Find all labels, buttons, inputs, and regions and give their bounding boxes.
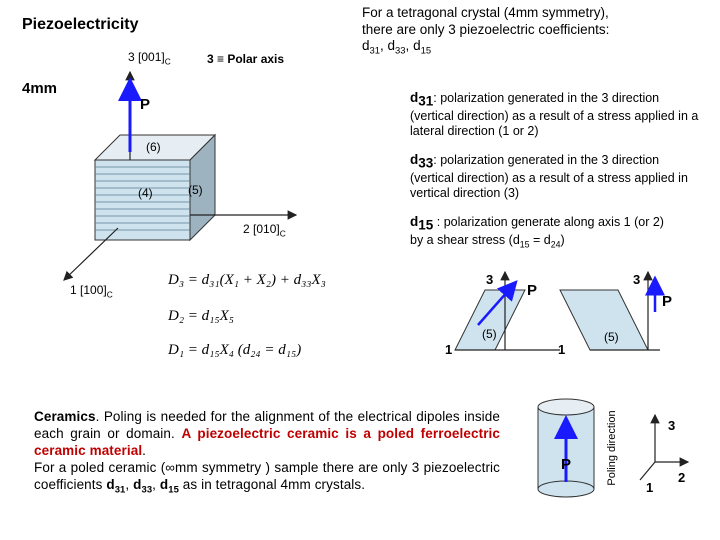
polar-axis-label: 3 ≡ Polar axis: [207, 52, 285, 66]
intro-text: For a tetragonal crystal (4mm symmetry),…: [362, 5, 610, 57]
cube-stripes: [95, 166, 190, 231]
shear-diagram-2: [559, 270, 665, 351]
equation-d2: D₂ = d₁₅X₅: [168, 308, 234, 324]
symmetry-label: 4mm: [22, 80, 58, 97]
shear-diagram-1: [454, 270, 560, 351]
axis-3-label: 3 [001]C: [128, 50, 171, 67]
shear-1-p-arrow: [477, 280, 518, 326]
face-5-label: (5): [188, 183, 203, 197]
poled-ceramic-cylinder: [537, 398, 595, 498]
equation-d1: D₁ = d₁₅X₄ (d₂₄ = d₁₅): [168, 342, 302, 358]
crystal-cube: [63, 70, 298, 281]
shear-2-axis-3-label: 3: [633, 272, 641, 287]
axis-2-label: 2 [010]C: [243, 222, 286, 239]
shear-2-face-label: (5): [604, 330, 619, 344]
definition-d15: d15 : polarization generate along axis 1…: [410, 214, 664, 249]
small-axis-1-label: 1: [646, 480, 654, 495]
shear-1-face-label: (5): [482, 327, 497, 341]
axis-1-line: [63, 227, 119, 281]
cube-front-face: [94, 159, 191, 241]
small-axis-2-label: 2: [678, 470, 686, 485]
equation-d3: D₃ = d₃₁(X₁ + X₂) + d₃₃X₃: [168, 272, 326, 288]
face-6-label: (6): [146, 140, 161, 154]
definition-d33: d33: polarization generated in the 3 dir…: [410, 152, 688, 200]
shear-1-axis-3-label: 3: [486, 272, 494, 287]
page-title: Piezoelectricity: [22, 16, 139, 33]
cube-p-label: P: [140, 96, 151, 113]
poling-p-label: P: [561, 456, 572, 473]
shear-1-p-label: P: [527, 282, 538, 299]
small-axes: [639, 413, 690, 481]
small-axis-3-label: 3: [668, 418, 676, 433]
ceramics-paragraph: Ceramics. Poling is needed for the align…: [34, 409, 501, 496]
shear-1-face: [454, 289, 526, 351]
definition-d31: d31: polarization generated in the 3 dir…: [410, 90, 699, 138]
shear-2-p-label: P: [662, 293, 673, 310]
shear-1-axis-1-label: 1: [445, 342, 453, 357]
shear-2-axis-1-label: 1: [558, 342, 566, 357]
poling-direction-label: Poling direction: [606, 410, 618, 486]
face-4-label: (4): [138, 186, 153, 200]
axis-1-label: 1 [100]C: [70, 283, 113, 300]
